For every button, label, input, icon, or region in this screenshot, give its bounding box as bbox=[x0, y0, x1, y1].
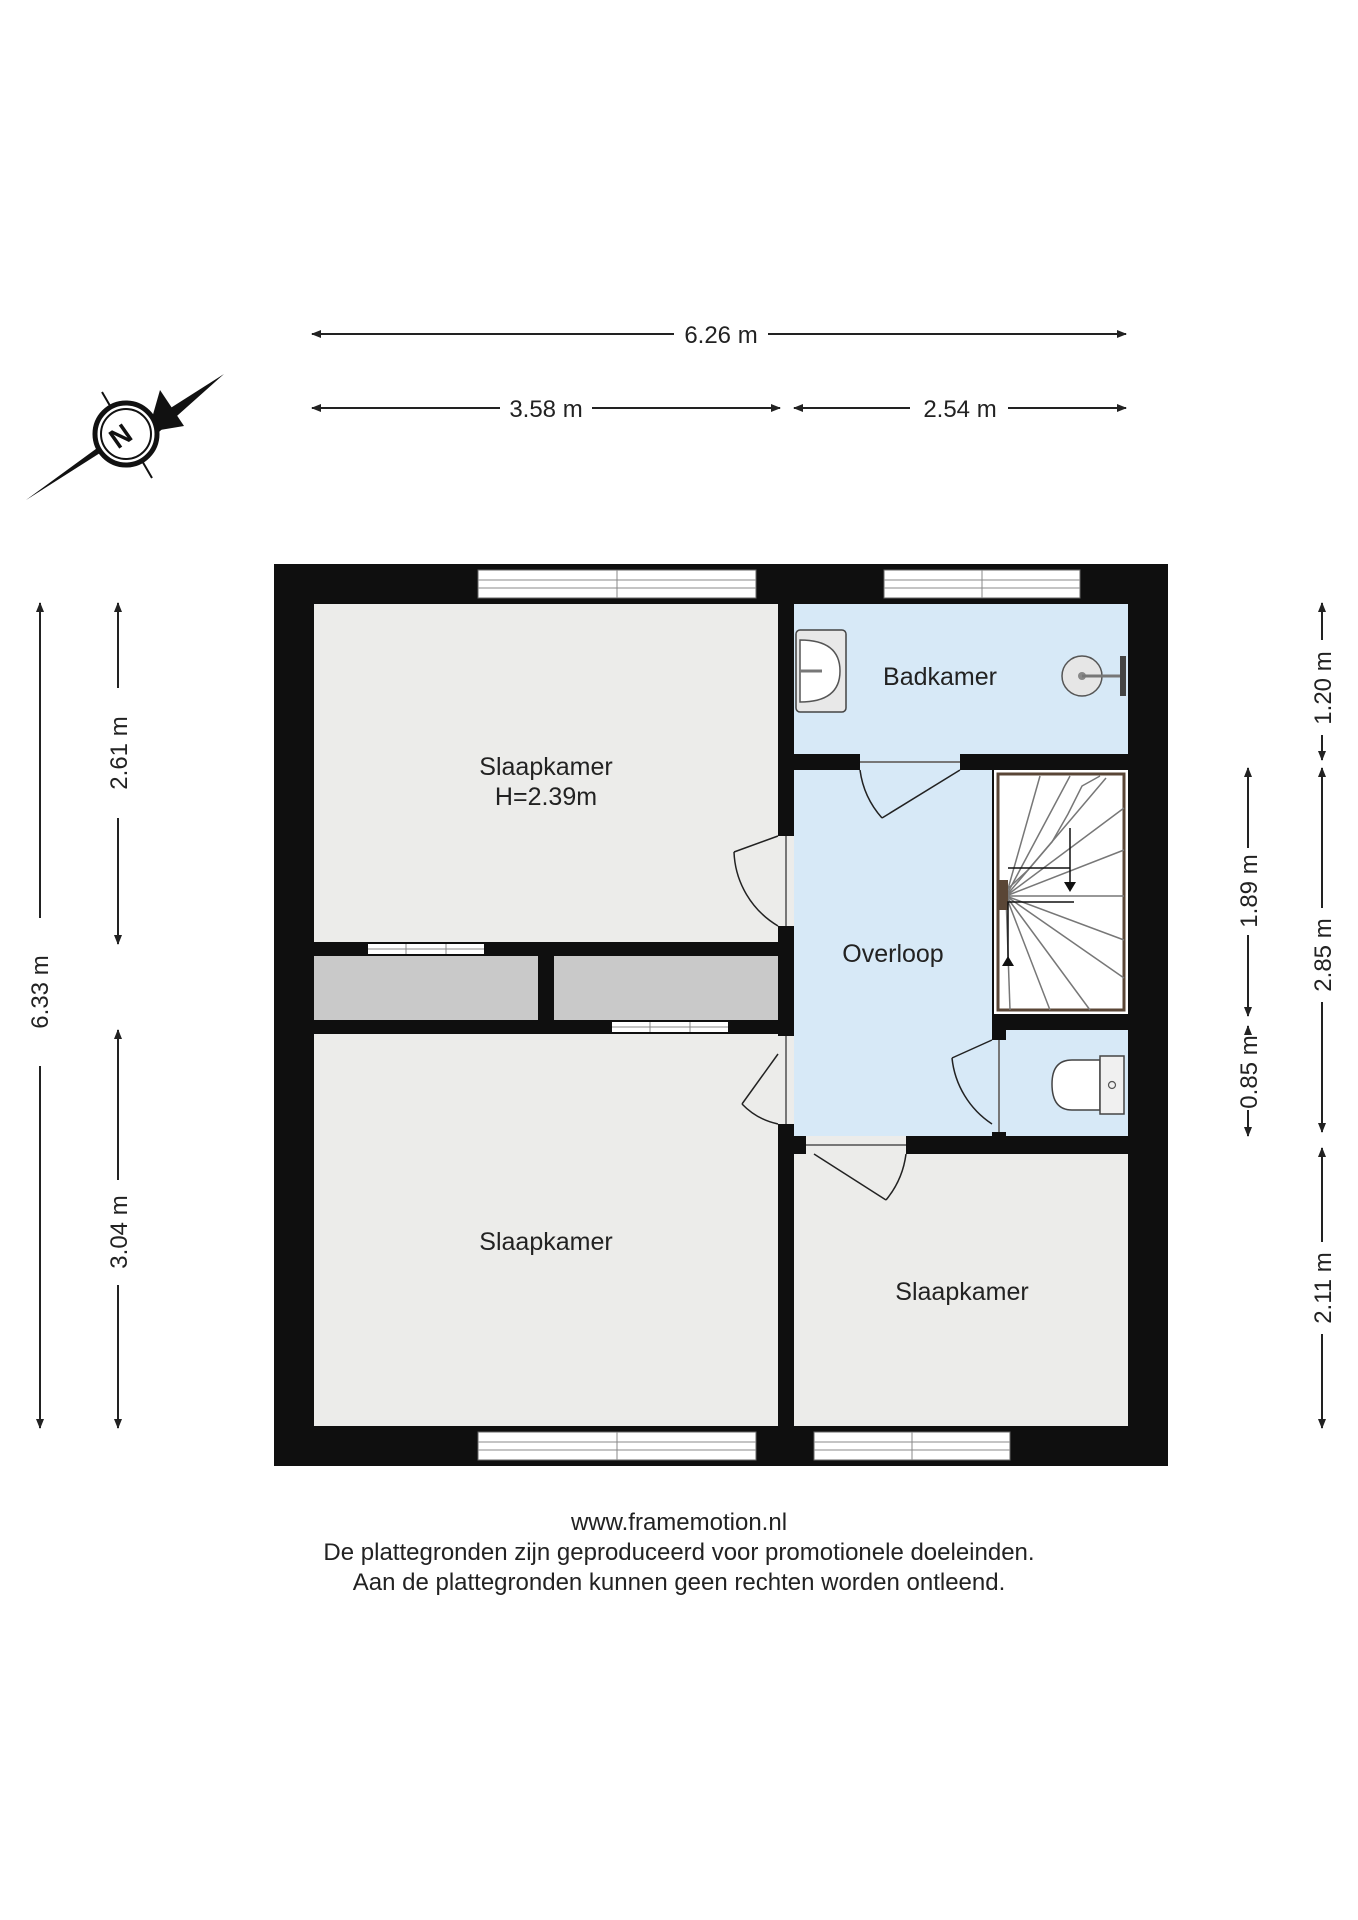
dimension-label: 2.61 m bbox=[106, 716, 133, 789]
door-bedroom-bottom-left bbox=[741, 1036, 794, 1125]
website-text: www.framemotion.nl bbox=[570, 1509, 788, 1536]
window-bottom-right bbox=[813, 1431, 1011, 1461]
room-label-bedroom-bottom-right: Slaapkamer bbox=[895, 1278, 1028, 1306]
dimension-label: 2.54 m bbox=[923, 396, 996, 423]
dimension-label: 6.26 m bbox=[684, 322, 757, 349]
dimension-label: 1.89 m bbox=[1236, 854, 1263, 927]
shower-icon bbox=[1061, 655, 1126, 697]
room-height-label: H=2.39m bbox=[495, 783, 597, 811]
window-top-right bbox=[883, 569, 1081, 599]
room-label-bathroom: Badkamer bbox=[883, 663, 997, 691]
door-toilet bbox=[951, 1039, 1006, 1132]
room-landing bbox=[794, 770, 992, 1136]
dimension-left-total: 6.33 m bbox=[27, 602, 54, 1429]
sliding-door-storage-top bbox=[368, 944, 484, 954]
dimension-right-outer-middle: 2.85 m bbox=[1310, 767, 1337, 1133]
window-top-left bbox=[477, 569, 757, 599]
disclaimer-line-1: De plattegronden zijn geproduceerd voor … bbox=[323, 1539, 1035, 1566]
room-label-landing: Overloop bbox=[842, 940, 943, 968]
disclaimer-footer: www.framemotion.nl De plattegronden zijn… bbox=[0, 1508, 1358, 1598]
dimension-label: 2.11 m bbox=[1310, 1252, 1337, 1324]
disclaimer-line-2: Aan de plattegronden kunnen geen rechten… bbox=[352, 1569, 1006, 1596]
dimension-left-upper: 2.61 m bbox=[106, 602, 133, 945]
dimension-label: 3.58 m bbox=[509, 396, 582, 423]
window-bottom-left bbox=[477, 1431, 757, 1461]
room-storage-right bbox=[554, 956, 778, 1020]
room-label-bedroom-bottom-left: Slaapkamer bbox=[479, 1228, 612, 1256]
dimension-top-total: 6.26 m bbox=[311, 322, 1127, 349]
door-bedroom-bottom-right bbox=[806, 1136, 907, 1201]
dimension-right-inner-bottom: 0.85 m bbox=[1236, 1025, 1263, 1137]
toilet-icon bbox=[1051, 1055, 1125, 1115]
dimension-label: 0.85 m bbox=[1236, 1035, 1263, 1108]
staircase-icon bbox=[996, 772, 1126, 1012]
dimension-label: 1.20 m bbox=[1310, 651, 1337, 724]
dimension-left-lower: 3.04 m bbox=[106, 1029, 133, 1429]
room-label-bedroom-top: Slaapkamer bbox=[479, 753, 612, 781]
dimension-label: 3.04 m bbox=[106, 1195, 133, 1268]
door-bathroom bbox=[859, 754, 961, 819]
washbasin-icon bbox=[795, 629, 847, 713]
dimension-right-inner-top: 1.89 m bbox=[1236, 767, 1263, 1017]
sliding-door-storage-bottom bbox=[612, 1022, 728, 1032]
room-bedroom-bottom-left bbox=[314, 1034, 778, 1426]
door-bedroom-top bbox=[733, 835, 794, 927]
dimension-label: 6.33 m bbox=[27, 955, 54, 1028]
dimension-right-outer-top: 1.20 m bbox=[1310, 602, 1337, 761]
dimension-label: 2.85 m bbox=[1310, 918, 1337, 991]
north-compass-icon: N bbox=[26, 374, 224, 500]
dimension-right-outer-bottom: 2.11 m bbox=[1310, 1147, 1337, 1429]
dimension-top-right: 2.54 m bbox=[793, 396, 1127, 423]
dimension-top-left: 3.58 m bbox=[311, 396, 781, 423]
room-bedroom-bottom-right bbox=[794, 1154, 1128, 1426]
room-storage-left bbox=[314, 956, 538, 1020]
room-bedroom-top bbox=[314, 604, 778, 942]
